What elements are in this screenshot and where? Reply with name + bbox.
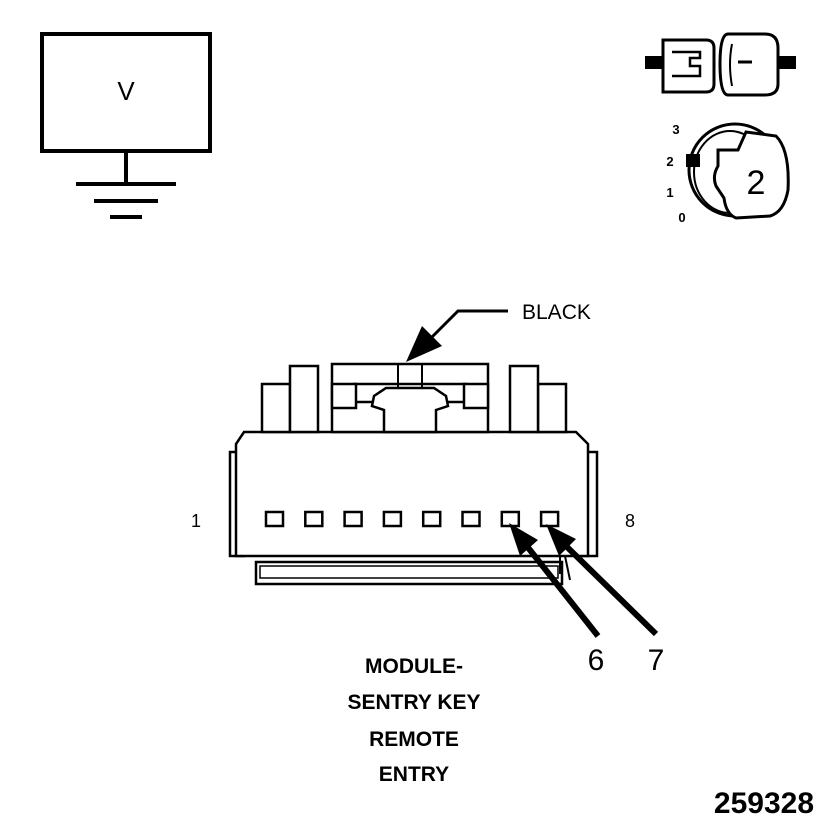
- pin-cavity-4: [382, 510, 403, 528]
- voltmeter-label: V: [117, 76, 135, 106]
- component-name: MODULE- SENTRY KEY REMOTE ENTRY: [347, 655, 480, 786]
- ignition-key-position: 2: [747, 164, 766, 202]
- pin-6-label: 6: [588, 644, 605, 677]
- ignition-position-1: 1: [666, 185, 673, 200]
- pin-cavity-8: [539, 510, 560, 528]
- pin-7-label: 7: [648, 644, 665, 677]
- module-connector: [228, 362, 599, 586]
- pin-cavity-5: [421, 510, 442, 528]
- ignition-position-0: 0: [678, 210, 685, 225]
- pin-number-last: 8: [625, 511, 635, 531]
- pin-cavity-6: [461, 510, 481, 528]
- ignition-position-2: 2: [666, 154, 673, 169]
- color-callout-arrow: [406, 309, 508, 362]
- component-name-line-4: ENTRY: [379, 763, 449, 786]
- pin-6-arrow: [509, 523, 601, 638]
- voltmeter-box: [40, 32, 212, 153]
- pin-number-first: 1: [191, 511, 201, 531]
- connector-color-label: BLACK: [522, 301, 591, 324]
- pin-cavity-row: [264, 510, 560, 528]
- disconnected-connector-icon: [645, 32, 796, 97]
- pin-cavity-1: [264, 510, 285, 528]
- ignition-key-icon: 3 2 1 0 2: [666, 122, 790, 225]
- ignition-position-3: 3: [672, 122, 679, 137]
- figure-id: 259328: [714, 787, 814, 820]
- pin-cavity-3: [343, 510, 363, 528]
- component-name-line-2: SENTRY KEY: [347, 691, 480, 714]
- voltmeter-symbol: V: [40, 32, 212, 219]
- pin-cavity-2: [304, 510, 324, 528]
- pin-7-arrow: [546, 524, 659, 637]
- ground-icon: [76, 182, 176, 219]
- component-name-line-1: MODULE-: [365, 655, 463, 678]
- component-name-line-3: REMOTE: [369, 728, 459, 751]
